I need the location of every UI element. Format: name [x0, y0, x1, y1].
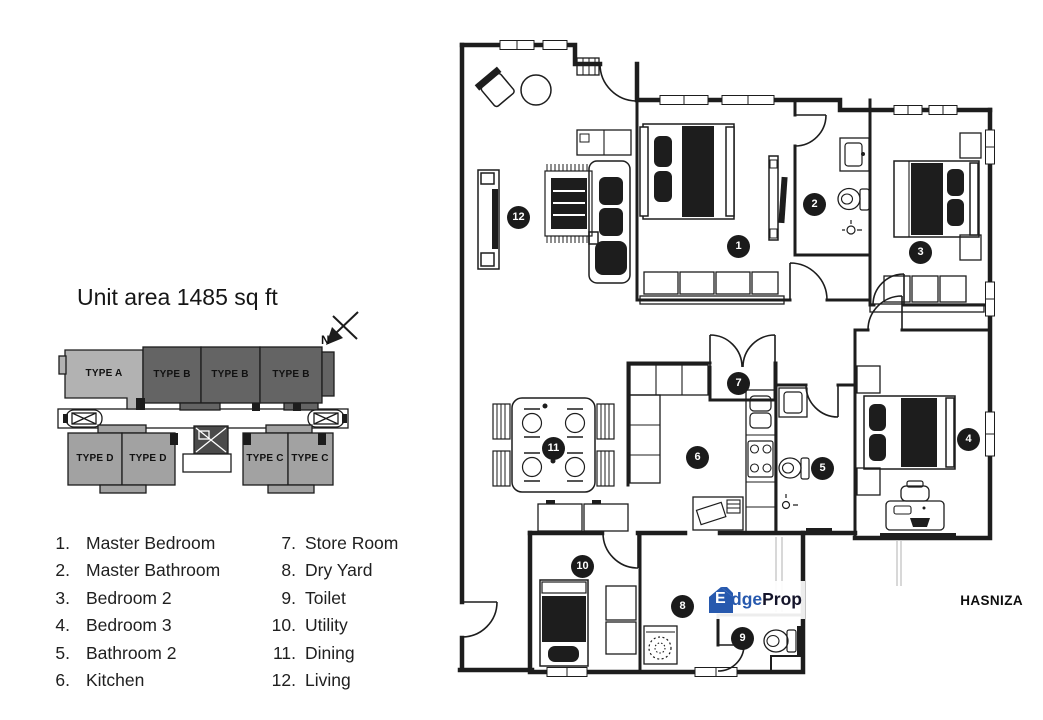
legend-number-11: 11. — [272, 643, 296, 663]
floorplan-duct-lines — [775, 537, 902, 612]
room-marker-bedroom-2: 3 — [909, 241, 932, 264]
room-marker-living: 12 — [507, 206, 530, 229]
floorplan-furniture — [474, 57, 985, 673]
room-marker-master-bathroom: 2 — [803, 193, 826, 216]
legend-number-1: 1. — [55, 533, 70, 553]
logo-text-edge: dge — [731, 589, 763, 609]
floorplan-inner-walls — [626, 98, 992, 674]
keyplan-diagram — [57, 346, 349, 494]
room-marker-master-bedroom: 1 — [727, 235, 750, 258]
bedroom2-furniture — [869, 132, 985, 313]
room-marker-dry-yard: 8 — [671, 595, 694, 618]
kitchen-fixtures — [629, 364, 776, 533]
floorplan-outer-walls — [457, 42, 993, 675]
compass-north-label: N — [321, 333, 330, 347]
keyplan-lift-left — [63, 409, 103, 428]
dining-furniture — [492, 397, 615, 493]
dry-yard-fixtures — [643, 625, 678, 665]
legend-number-8: 8. — [281, 560, 296, 580]
keyplan-block-type-b2 — [200, 346, 261, 404]
legend-label-10: Utility — [305, 615, 348, 635]
compass-icon — [326, 311, 359, 345]
toilet-fixtures — [763, 626, 804, 673]
keyplan-label-type-b2: TYPE B — [211, 369, 249, 380]
legend-label-1: Master Bedroom — [86, 533, 216, 553]
foyer-furniture — [576, 57, 632, 156]
legend-label-9: Toilet — [305, 588, 346, 608]
legend-number-9: 9. — [281, 588, 296, 608]
legend-number-7: 7. — [281, 533, 296, 553]
keyplan-block-type-a — [64, 349, 144, 410]
legend-number-2: 2. — [55, 560, 70, 580]
edgeprop-house-icon — [709, 587, 733, 613]
room-marker-utility: 10 — [571, 555, 594, 578]
legend-label-12: Living — [305, 670, 351, 690]
logo-text-prop: Prop — [762, 589, 802, 609]
room-marker-dining: 11 — [542, 437, 565, 460]
legend-number-10: 10. — [271, 615, 296, 635]
room-marker-kitchen: 6 — [686, 446, 709, 469]
keyplan-label-type-c1: TYPE C — [246, 453, 284, 464]
floorplan-windows — [499, 40, 995, 677]
watermark: HASNIZA — [960, 593, 1023, 608]
legend-label-3: Bedroom 2 — [86, 588, 172, 608]
keyplan-core — [182, 425, 232, 473]
utility-furniture — [537, 500, 637, 667]
keyplan-lift-right — [307, 409, 347, 428]
keyplan-block-type-d2 — [121, 432, 176, 486]
bathroom2-fixtures — [778, 387, 832, 535]
keyplan-label-type-a: TYPE A — [85, 368, 123, 379]
master-bedroom-furniture — [639, 123, 788, 305]
keyplan-block-type-d1 — [67, 432, 123, 486]
keyplan-label-type-b3: TYPE B — [272, 369, 310, 380]
legend-number-6: 6. — [55, 670, 70, 690]
legend-label-7: Store Room — [305, 533, 399, 553]
legend-number-5: 5. — [55, 643, 70, 663]
bedroom3-furniture — [856, 365, 956, 539]
room-marker-toilet: 9 — [731, 627, 754, 650]
keyplan-label-type-c2: TYPE C — [291, 453, 329, 464]
master-bathroom-fixtures — [837, 137, 870, 235]
logo-text: dgeProp — [731, 589, 802, 610]
legend-number-4: 4. — [55, 615, 70, 635]
legend-label-6: Kitchen — [86, 670, 145, 690]
keyplan-block-type-b1 — [142, 346, 202, 404]
edgeprop-logo: E dgeProp — [701, 581, 805, 619]
legend-number-3: 3. — [55, 588, 70, 608]
living-room-furniture — [474, 66, 631, 284]
keyplan-label-type-b1: TYPE B — [153, 369, 191, 380]
legend-label-11: Dining — [305, 643, 355, 663]
legend-number-12: 12. — [271, 670, 296, 690]
legend-label-8: Dry Yard — [305, 560, 373, 580]
room-marker-bathroom-2: 5 — [811, 457, 834, 480]
room-marker-bedroom-3: 4 — [957, 428, 980, 451]
room-marker-store-room: 7 — [727, 372, 750, 395]
logo-letter-e: E — [715, 590, 726, 607]
keyplan-label-type-d2: TYPE D — [129, 453, 167, 464]
legend-label-5: Bathroom 2 — [86, 643, 177, 663]
keyplan-label-type-d1: TYPE D — [76, 453, 114, 464]
legend-label-4: Bedroom 3 — [86, 615, 172, 635]
legend-label-2: Master Bathroom — [86, 560, 221, 580]
page-title: Unit area 1485 sq ft — [77, 284, 278, 310]
